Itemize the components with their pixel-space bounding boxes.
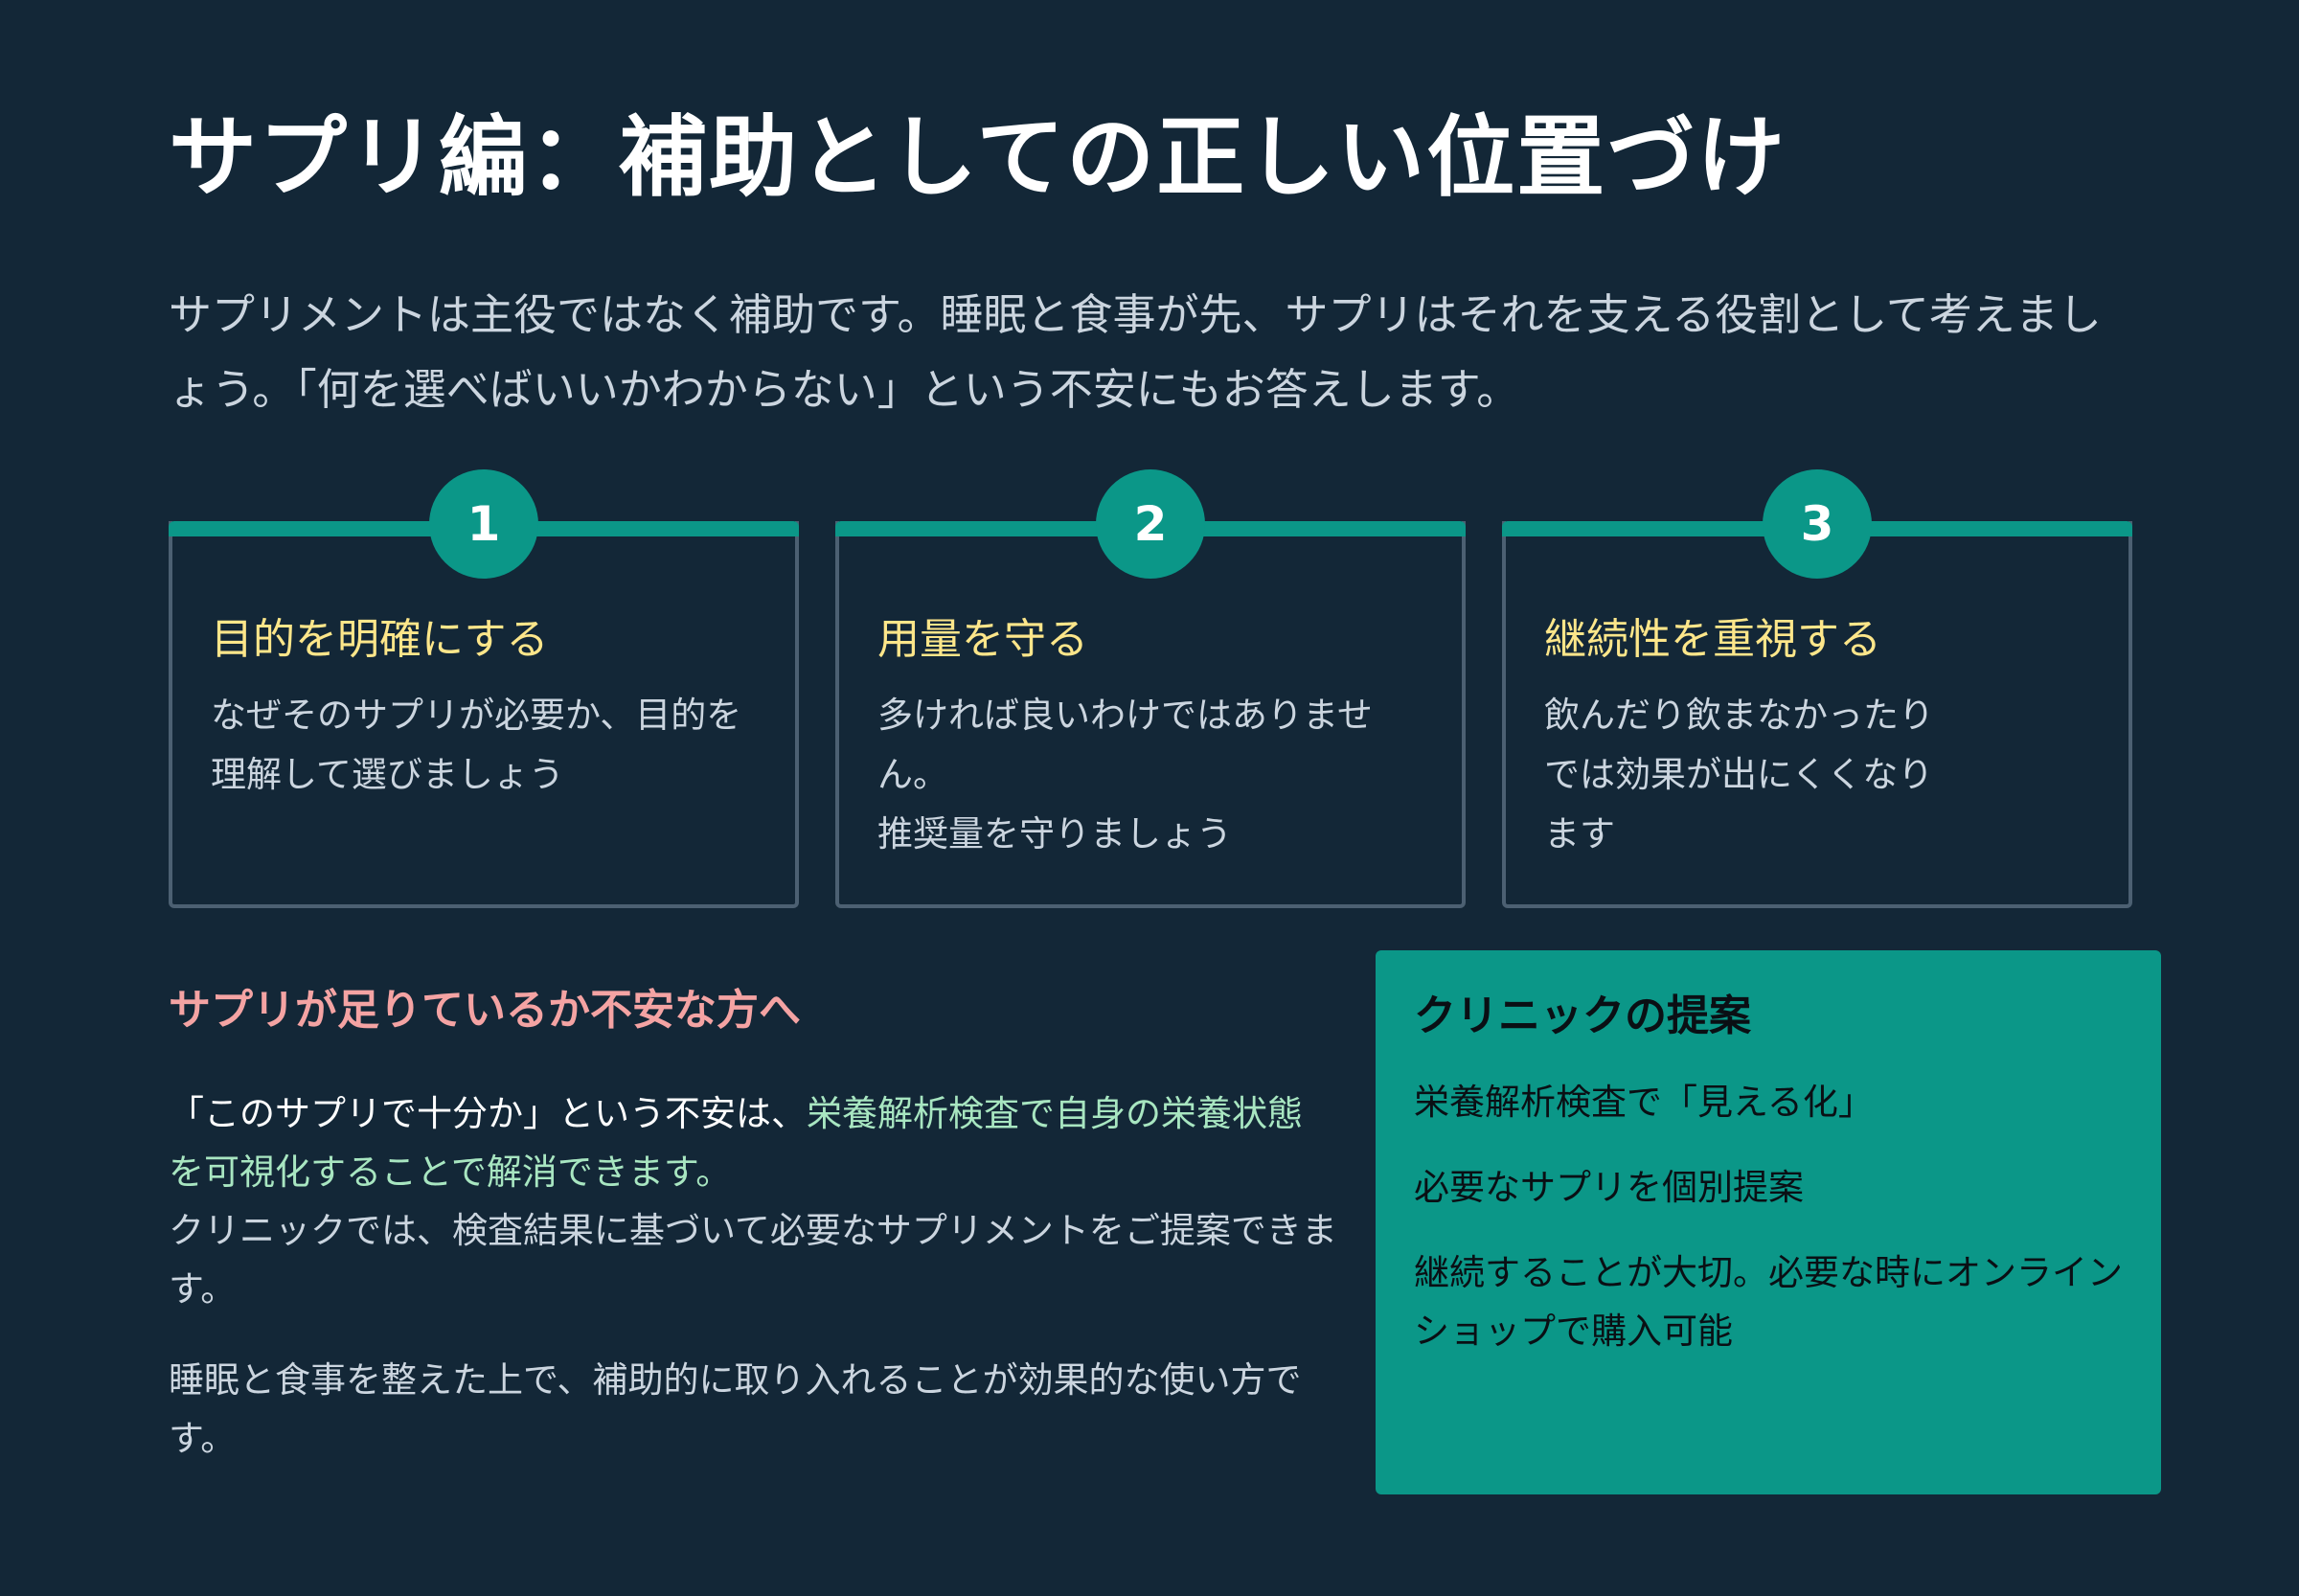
point-card-1: 1 目的を明確にする なぜそのサプリが必要か、目的を 理解して選びましょう: [169, 469, 799, 908]
step-number-badge: 2: [1096, 469, 1205, 579]
point-card-2: 2 用量を守る 多ければ良いわけではありませ ん。 推奨量を守りましょう: [835, 469, 1466, 908]
card-body-line: 推奨量を守りましょう: [877, 813, 1232, 855]
card-heading: 用量を守る: [877, 615, 1088, 664]
concern-section: サプリが足りているか不安な方へ 「このサプリで十分か」という不安は、栄養解析検査…: [169, 977, 1337, 1468]
step-number-badge: 3: [1763, 469, 1872, 579]
concern-heading: サプリが足りているか不安な方へ: [169, 986, 801, 1035]
card-body-line: 飲んだり飲まなかったり: [1544, 695, 1934, 736]
card-body: なぜそのサプリが必要か、目的を 理解して選びましょう: [211, 686, 766, 805]
card-body-line: ん。: [877, 754, 948, 795]
page-title: サプリ編：補助としての正しい位置づけ: [169, 106, 1787, 209]
clinic-item: 継続することが大切。必要な時にオンラインショップで購入可能: [1414, 1252, 2123, 1352]
highlight-text: 栄養解析検査で自身の栄養状態を可視化することで解消できます。: [169, 1093, 1303, 1193]
point-card-3: 3 継続性を重視する 飲んだり飲まなかったり では効果が出にくくなり ます: [1502, 469, 2132, 908]
card-body: 飲んだり飲まなかったり では効果が出にくくなり ます: [1544, 686, 2100, 864]
concern-paragraph: 「このサプリで十分か」という不安は、栄養解析検査で自身の栄養状態を可視化すること…: [169, 1084, 1337, 1318]
clinic-box-title: クリニックの提案: [1414, 992, 1751, 1040]
card-body-line: 多ければ良いわけではありませ: [877, 695, 1373, 736]
card-body-line: 理解して選びましょう: [211, 754, 564, 795]
concern-lead-text: 「このサプリで十分か」という不安は、: [169, 1093, 807, 1134]
card-heading: 目的を明確にする: [211, 615, 549, 664]
card-body-line: では効果が出にくくなり: [1544, 754, 1934, 795]
card-heading: 継続性を重視する: [1544, 615, 1881, 664]
intro-paragraph: サプリメントは主役ではなく補助です。睡眠と食事が先、サプリはそれを支える役割とし…: [169, 289, 2102, 415]
clinic-proposal-box: クリニックの提案 栄養解析検査で「見える化」 必要なサプリを個別提案 継続するこ…: [1376, 950, 2161, 1494]
card-body: 多ければ良いわけではありませ ん。 推奨量を守りましょう: [877, 686, 1433, 864]
usage-paragraph: 睡眠と食事を整えた上で、補助的に取り入れることが効果的な使い方です。: [169, 1359, 1302, 1459]
step-number-badge: 1: [429, 469, 538, 579]
card-body-line: なぜそのサプリが必要か、目的を: [211, 695, 742, 736]
clinic-item: 栄養解析検査で「見える化」: [1414, 1082, 1874, 1123]
clinic-item: 必要なサプリを個別提案: [1414, 1167, 1804, 1208]
concern-rest-text: クリニックでは、検査結果に基づいて必要なサプリメントをご提案できます。: [169, 1210, 1337, 1310]
card-body-line: ます: [1544, 813, 1615, 855]
